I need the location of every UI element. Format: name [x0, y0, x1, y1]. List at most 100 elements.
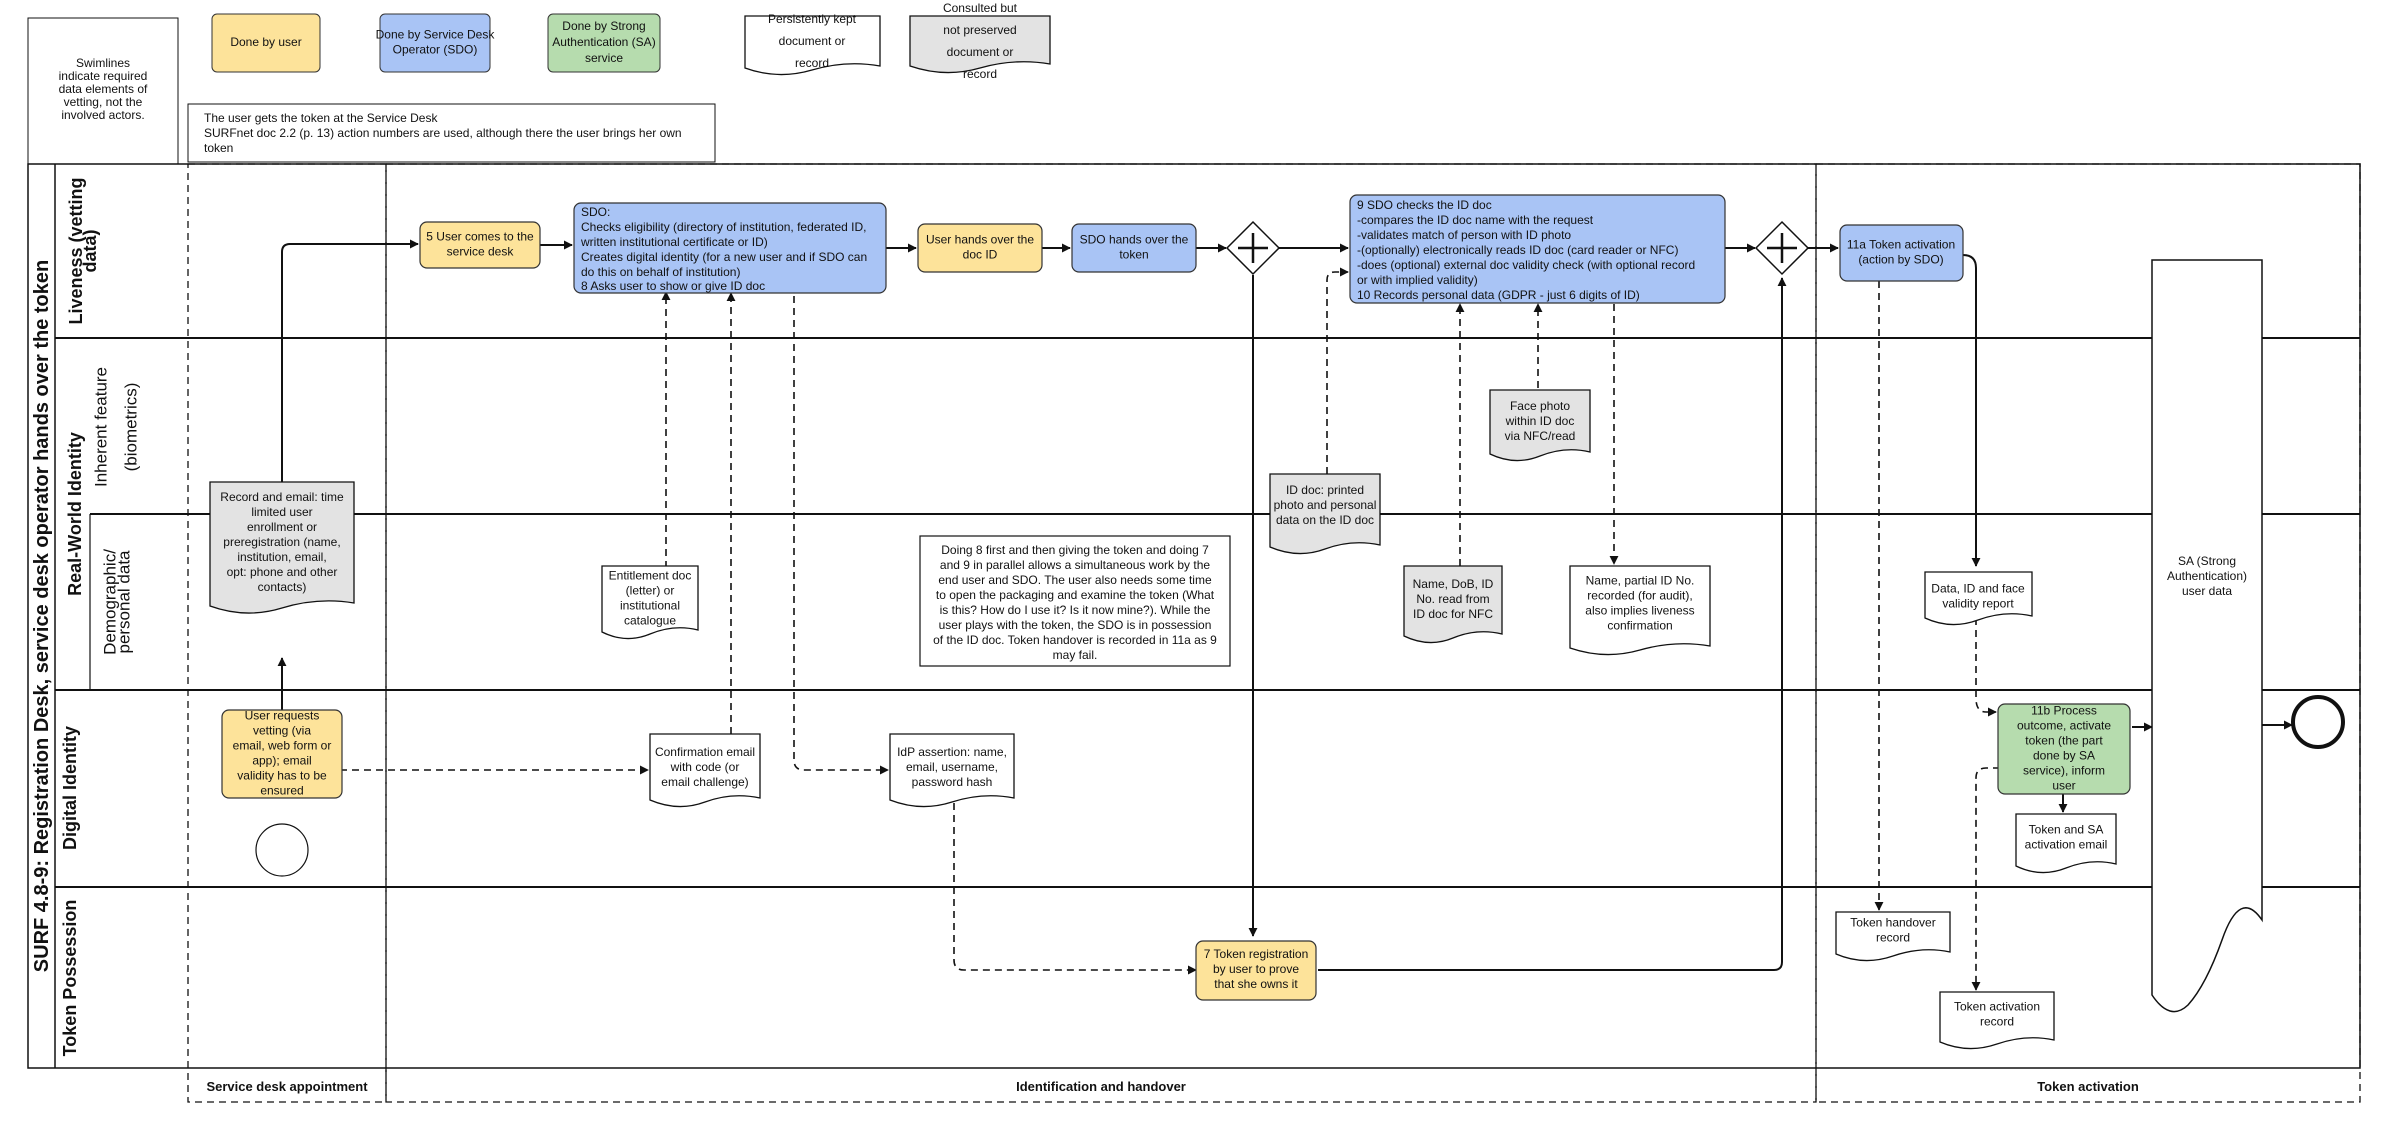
task-token-activation-label: 11a Token activation(action by SDO)	[1847, 238, 1955, 267]
doc-idp-assertion	[889, 733, 1015, 808]
start-event	[255, 823, 309, 877]
legend-sdo-swatch	[379, 13, 491, 73]
legend-persistent-shape	[744, 15, 881, 76]
parallel-gateway-split	[1225, 220, 1281, 276]
flows	[277, 239, 2293, 991]
task-sdo-id-check-line-2: -compares the ID doc name with the reque…	[1357, 213, 1594, 227]
doc-id-printed	[1269, 473, 1381, 555]
task-sdo-checks-eligibility	[573, 202, 887, 294]
phase-groups: Service desk appointment Identification …	[187, 163, 2361, 1103]
task-user-comes-to-service-desk	[419, 221, 541, 269]
doc-token-activation-record	[1939, 991, 2055, 1050]
task-sdo-checks-line-2: Checks eligibility (directory of institu…	[581, 220, 866, 234]
note-line-3: end user and SDO. The user also needs so…	[938, 573, 1212, 587]
pool: SURF 4.8-9: Registration Desk, service d…	[27, 163, 2361, 1069]
doc-name-dob-nfc	[1403, 565, 1503, 644]
note-parallel: Doing 8 first and then giving the token …	[919, 535, 1231, 667]
lane-digital: Digital Identity	[60, 726, 80, 850]
task-sdo-id-check-line-3: -validates match of person with ID photo	[1357, 228, 1571, 242]
doc-token-sa-email	[2015, 813, 2117, 874]
task-sdo-id-check-line-5: -does (optional) external doc validity c…	[1357, 258, 1695, 272]
gateways-events	[255, 220, 2345, 877]
task-sdo-checks-line-4: Creates digital identity (for a new user…	[581, 250, 867, 264]
note-line-2: and 9 in parallel allows a simultaneous …	[940, 558, 1210, 572]
task-sdo-id-check-line-1: 9 SDO checks the ID doc	[1357, 198, 1492, 212]
doc-data-id-face	[1924, 571, 2033, 626]
task-user-hands-over-doc	[917, 223, 1043, 273]
annotation-line-2: SURFnet doc 2.2 (p. 13) action numbers a…	[204, 126, 682, 140]
note-line-6: user plays with the token, the SDO is in…	[939, 618, 1212, 632]
task-process-outcome	[1997, 703, 2131, 795]
doc-confirmation-email	[649, 733, 761, 808]
task-sdo-checks-id-doc	[1349, 194, 1726, 304]
phase-token-activation: Token activation	[2037, 1079, 2139, 1094]
note-line-4: to open the packaging and examine the to…	[936, 588, 1215, 602]
lane-inherent: Inherent feature(biometrics)	[91, 367, 140, 487]
task-sdo-checks-line-5: do this on behalf of institution)	[581, 265, 740, 279]
note-line-1: Doing 8 first and then giving the token …	[941, 543, 1209, 557]
legend-note-box	[27, 17, 179, 165]
annotation-line-1: The user gets the token at the Service D…	[204, 111, 438, 125]
doc-sa-user-data	[2151, 259, 2263, 1013]
task-user-requests-vetting	[221, 709, 343, 799]
task-sdo-hands-over-token	[1071, 223, 1197, 273]
legend-consulted-shape	[909, 15, 1051, 74]
doc-name-partial-id	[1569, 565, 1711, 656]
phase-service-desk-appointment: Service desk appointment	[206, 1079, 368, 1094]
doc-record-and-email	[209, 481, 355, 614]
note-line-7: of the ID doc. Token handover is recorde…	[933, 633, 1217, 647]
legend-sa-swatch	[547, 13, 661, 73]
end-event	[2291, 695, 2345, 749]
task-sdo-id-check-line-4: -(optionally) electronically reads ID do…	[1357, 243, 1678, 257]
note-line-8: may fail.	[1053, 648, 1098, 662]
pool-title: SURF 4.8-9: Registration Desk, service d…	[31, 260, 53, 972]
phase-identification-and-handover: Identification and handover	[1016, 1079, 1186, 1094]
task-sdo-checks-line-1: SDO:	[581, 205, 610, 219]
task-sdo-checks-line-6: 8 Asks user to show or give ID doc	[581, 279, 765, 293]
task-token-activation	[1839, 224, 1964, 282]
doc-name-partial-label: Name, partial ID No.recorded (for audit)…	[1585, 574, 1694, 633]
task-sdo-id-check-line-6: or with implied validity)	[1357, 273, 1478, 287]
lane-token: Token Possession	[60, 900, 80, 1057]
note-line-5: is this? How do I use it? Is it now mine…	[940, 603, 1211, 617]
annotation: The user gets the token at the Service D…	[187, 103, 716, 163]
lane-demographic: Demographic/personal data	[100, 549, 133, 655]
doc-idp-assertion-label: IdP assertion: name,email, username,pass…	[897, 745, 1007, 789]
doc-entitlement	[601, 565, 699, 640]
legend-user-swatch	[211, 13, 321, 73]
lane-real-world-group: Real-World Identity	[65, 432, 85, 596]
task-sdo-id-check-line-7: 10 Records personal data (GDPR - just 6 …	[1357, 288, 1640, 302]
task-token-registration	[1195, 940, 1317, 1001]
doc-token-handover-record	[1835, 911, 1951, 962]
legend-done-by-user: Done by user	[230, 35, 301, 49]
parallel-gateway-join	[1754, 220, 1810, 276]
doc-face-photo	[1489, 389, 1591, 462]
annotation-line-3: token	[204, 141, 233, 155]
